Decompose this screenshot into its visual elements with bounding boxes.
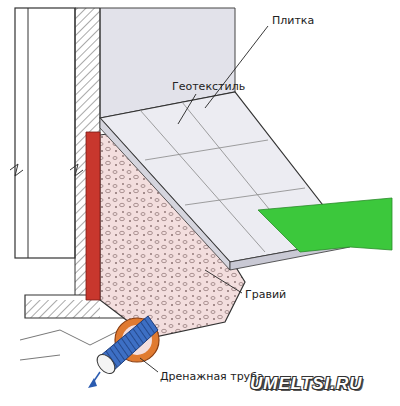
part-label: Плитка: [272, 14, 314, 27]
part-label: Геотекстиль: [172, 80, 245, 93]
watermark: UMELTSI.RU: [250, 374, 363, 394]
part-label: Дренажная труба: [160, 370, 264, 383]
part-label: Гравий: [245, 288, 286, 301]
